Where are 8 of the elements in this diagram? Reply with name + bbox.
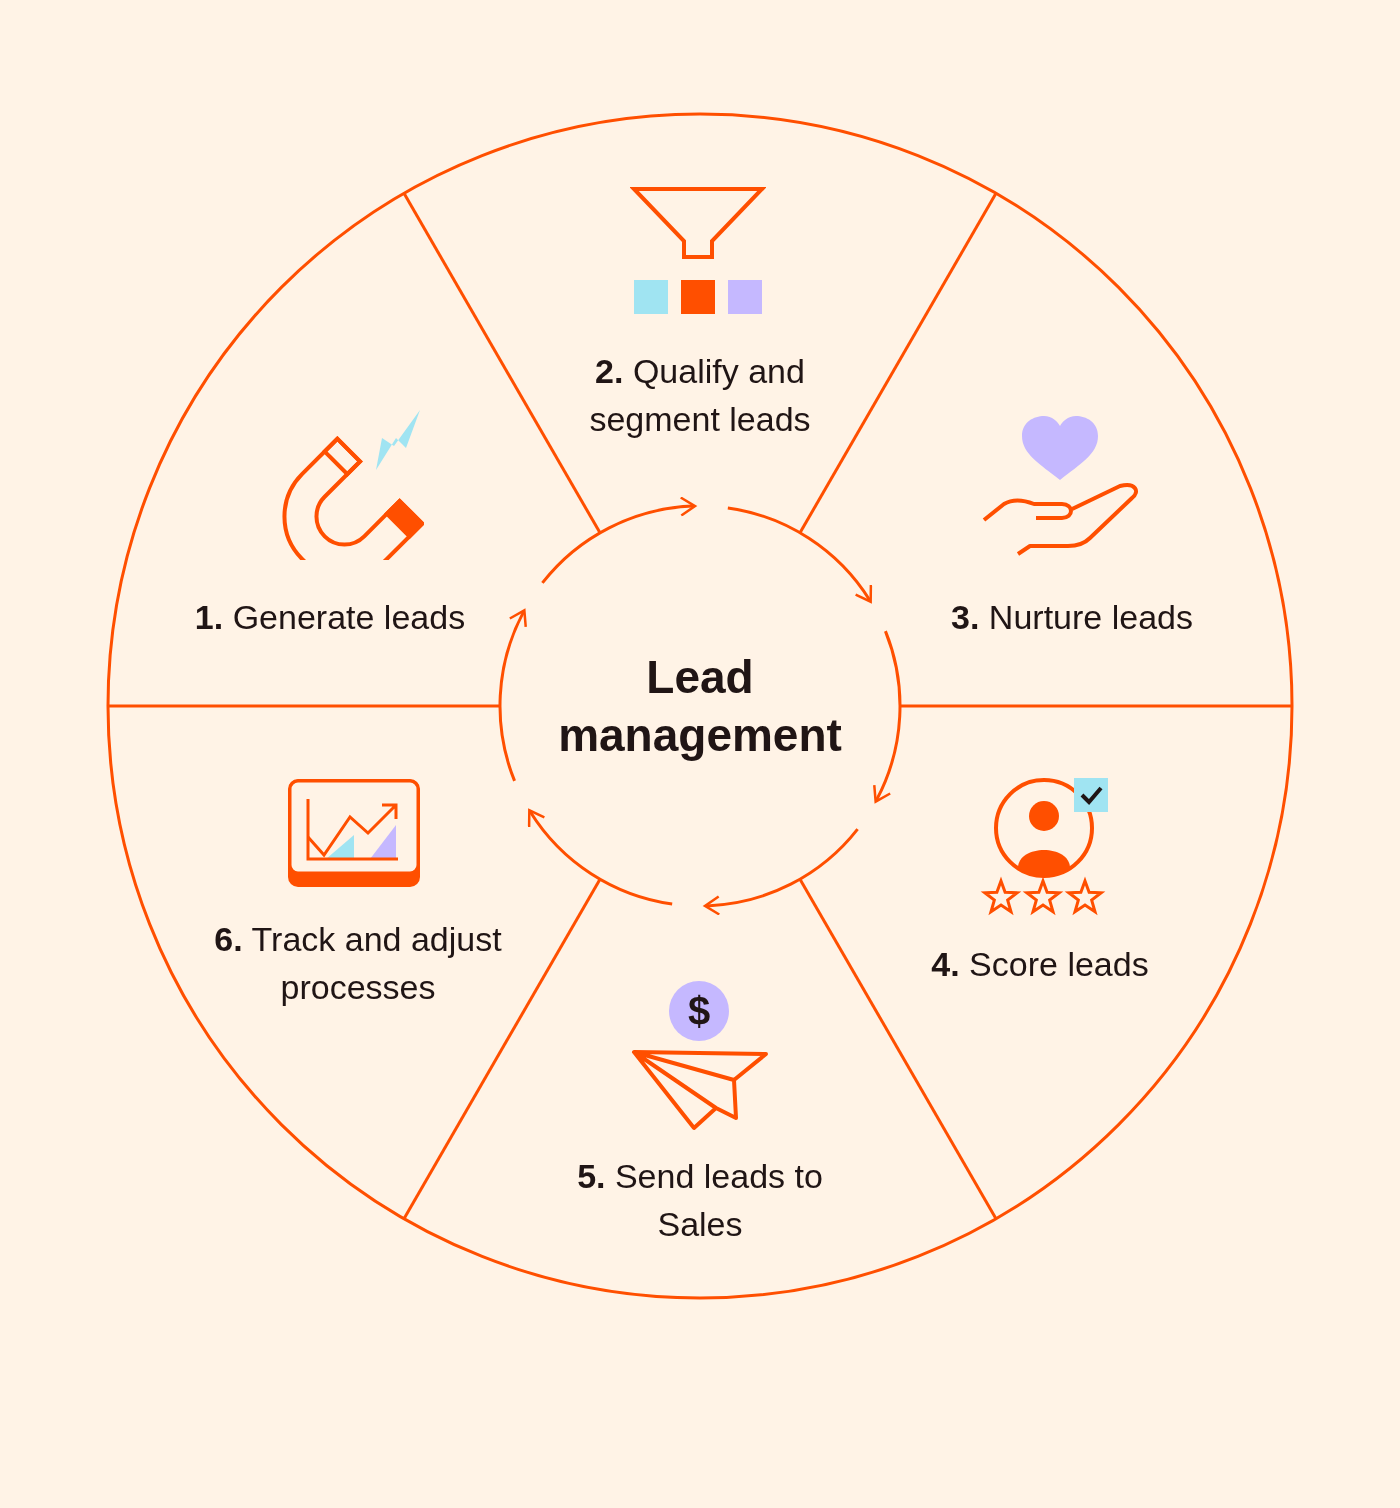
center-title: Lead management [557, 650, 843, 763]
step-label: 2. Qualify and segment leads [560, 347, 840, 443]
dollar-coin-icon: $ [669, 981, 729, 1041]
step-label: 5. Send leads to Sales [570, 1152, 830, 1248]
step-label: 1. Generate leads [165, 593, 495, 641]
step-label: 3. Nurture leads [912, 593, 1232, 641]
step-label: 6. Track and adjust processes [198, 915, 518, 1011]
step-label: 4. Score leads [890, 940, 1190, 988]
